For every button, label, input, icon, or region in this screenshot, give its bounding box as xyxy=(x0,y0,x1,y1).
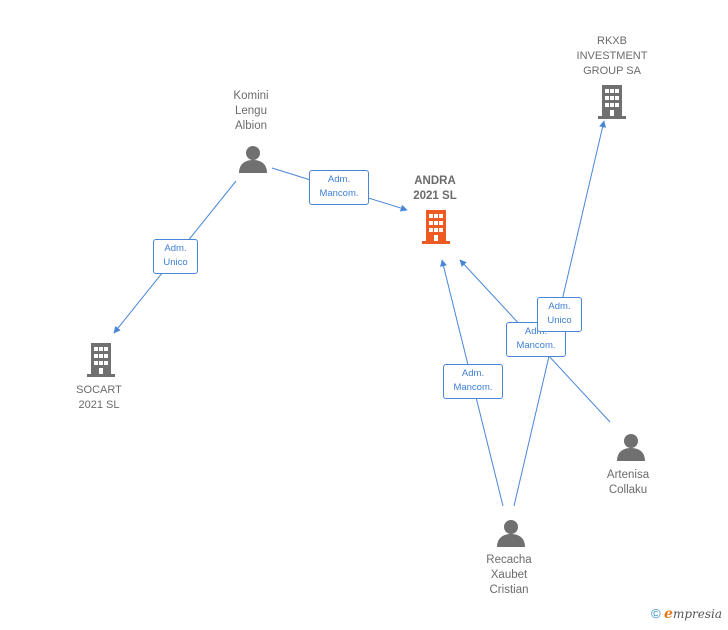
building-icon xyxy=(422,210,450,244)
node-label-komini[interactable]: Komini Lengu Albion xyxy=(233,90,269,132)
building-icon xyxy=(598,85,626,119)
brand-logo: empresia xyxy=(664,606,722,622)
person-icon xyxy=(239,146,267,173)
person-icon xyxy=(497,520,525,547)
node-label-rkxb[interactable]: RKXB INVESTMENT GROUP SA xyxy=(576,35,648,77)
node-label-recacha[interactable]: Recacha Xaubet Cristian xyxy=(486,554,532,596)
node-label-socart[interactable]: SOCART 2021 SL xyxy=(76,384,122,411)
node-label-artenisa[interactable]: Artenisa Collaku xyxy=(606,469,650,496)
edge-label-recacha-rkxb[interactable]: Adm. Unico xyxy=(537,297,582,332)
edge-label-recacha-andra[interactable]: Adm. Mancom. xyxy=(443,364,503,399)
edge-label-komini-socart[interactable]: Adm. Unico xyxy=(153,239,198,274)
brand-footer: © empresia xyxy=(651,606,722,622)
copyright-icon: © xyxy=(651,606,661,621)
building-icon xyxy=(87,343,115,377)
person-icon xyxy=(617,434,645,461)
node-label-andra[interactable]: ANDRA 2021 SL xyxy=(413,175,457,202)
edge-label-komini-andra[interactable]: Adm. Mancom. xyxy=(309,170,369,205)
